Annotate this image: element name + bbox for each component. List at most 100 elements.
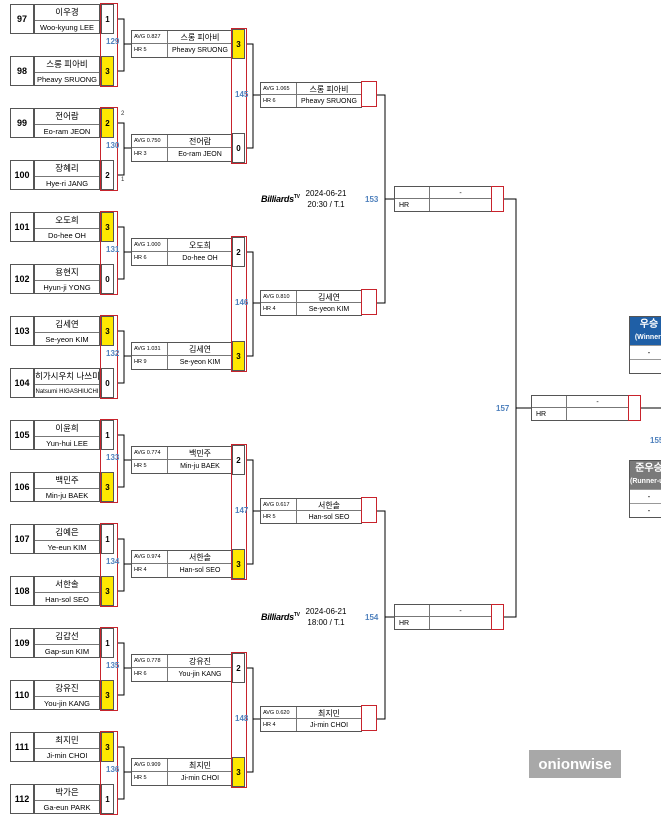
- round3-connector: [377, 510, 386, 720]
- average-label: AVG 0.909: [132, 759, 168, 771]
- score-frame: [361, 497, 377, 523]
- set-score: 3: [101, 680, 114, 710]
- score-frame: [361, 705, 377, 731]
- broadcaster-logo: BilliardsTV: [261, 194, 300, 204]
- award-subtitle: (Runner-up): [630, 478, 661, 485]
- round2-connector: [247, 251, 254, 357]
- seed-number: 108: [10, 576, 34, 606]
- average-label: AVG 0.974: [132, 551, 168, 563]
- award-header: 준우승(Runner-up): [630, 461, 661, 489]
- player-name: -: [459, 608, 462, 615]
- seed-number: 107: [10, 524, 34, 554]
- score-frame: [231, 652, 247, 788]
- player-english-name: Ga-eun PARK: [43, 803, 91, 812]
- player-english-name: Do-hee OH: [48, 231, 86, 240]
- winner-korean-name: 최지민: [317, 709, 341, 718]
- match-number: 153: [365, 195, 379, 204]
- round1-connector: [118, 330, 125, 384]
- semifinal-box[interactable]: - HR: [394, 604, 492, 630]
- empty-cell: [567, 408, 628, 420]
- player-english-name: Yun-hui LEE: [46, 439, 88, 448]
- seed-number: 101: [10, 212, 34, 242]
- high-run-label: HR 4: [261, 303, 297, 315]
- match-number: 132: [106, 349, 120, 358]
- round1-connector: [118, 746, 125, 800]
- player-korean-name: 이윤희: [35, 421, 99, 437]
- award-subtitle: (Winner): [634, 334, 661, 341]
- match-number: 136: [106, 765, 120, 774]
- player-korean-name: 전어람: [35, 109, 99, 125]
- final-box[interactable]: -HR: [531, 395, 629, 421]
- player-english-name: Woo-kyung LEE: [39, 23, 95, 32]
- player-korean-name: 오도희: [35, 213, 99, 229]
- score-frame: [100, 107, 118, 191]
- winner-english-name: Do-hee OH: [182, 255, 218, 262]
- player-korean-name: 용현지: [35, 265, 99, 281]
- winner-korean-name: 서한솔: [188, 553, 212, 562]
- stats-row: AVG 0.974 서한솔: [132, 551, 232, 564]
- high-run-label: HR: [395, 617, 430, 629]
- player-english-name: Hye-ri JANG: [45, 179, 89, 188]
- match-number: 154: [365, 613, 379, 622]
- winner-korean-name: 최지민: [188, 761, 212, 770]
- high-run-label: HR 6: [132, 668, 168, 681]
- player-name-box[interactable]: 이윤희 Yun-hui LEE: [34, 420, 100, 450]
- player-name: -: [596, 399, 599, 406]
- average-label: AVG 0.750: [132, 135, 168, 147]
- broadcaster-logo: BilliardsTV: [261, 612, 300, 622]
- set-score: 3: [232, 341, 245, 371]
- match-number: 148: [235, 714, 249, 723]
- set-score: 3: [101, 732, 114, 762]
- set-score: 3: [101, 316, 114, 346]
- player-english-name: Han-sol SEO: [45, 595, 89, 604]
- seed-number: 103: [10, 316, 34, 346]
- set-score: 2: [101, 108, 114, 138]
- empty-cell: [395, 605, 430, 616]
- winner-panel: 우승(Winner)-: [629, 316, 661, 374]
- seed-number: 104: [10, 368, 34, 398]
- round1-connector: [118, 18, 125, 72]
- seed-number: 109: [10, 628, 34, 658]
- semifinal-box[interactable]: -HR: [394, 186, 492, 212]
- name-row: -: [532, 396, 628, 408]
- player-name-box[interactable]: 오도희 Do-hee OH: [34, 212, 100, 242]
- high-run-label: HR 4: [132, 564, 168, 577]
- score-frame: [491, 186, 504, 212]
- set-score: 3: [232, 757, 245, 787]
- winner-korean-name: 스롱 피아비: [309, 85, 349, 94]
